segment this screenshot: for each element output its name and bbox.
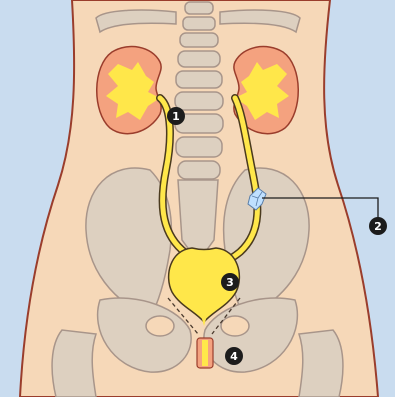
obturator-left bbox=[146, 316, 174, 336]
obturator-right bbox=[221, 316, 249, 336]
marker-3-label: 3 bbox=[226, 276, 234, 289]
urethra bbox=[197, 338, 213, 368]
vertebra bbox=[180, 33, 218, 47]
marker-1: 1 bbox=[167, 107, 185, 125]
vertebra bbox=[178, 51, 220, 67]
femur-right bbox=[299, 330, 343, 397]
vertebra bbox=[183, 17, 215, 30]
vertebra bbox=[178, 161, 220, 179]
marker-1-label: 1 bbox=[172, 110, 180, 123]
urethra-lumen bbox=[202, 340, 208, 366]
marker-4: 4 bbox=[225, 347, 243, 365]
vertebra bbox=[175, 92, 223, 110]
femur-left bbox=[52, 330, 96, 397]
marker-2-label: 2 bbox=[374, 220, 382, 233]
left-kidney bbox=[97, 47, 161, 134]
vertebra bbox=[176, 137, 222, 157]
marker-4-label: 4 bbox=[230, 350, 238, 363]
vertebra bbox=[185, 2, 213, 14]
marker-2: 2 bbox=[369, 217, 387, 235]
marker-3: 3 bbox=[221, 273, 239, 291]
vertebra bbox=[176, 71, 222, 88]
